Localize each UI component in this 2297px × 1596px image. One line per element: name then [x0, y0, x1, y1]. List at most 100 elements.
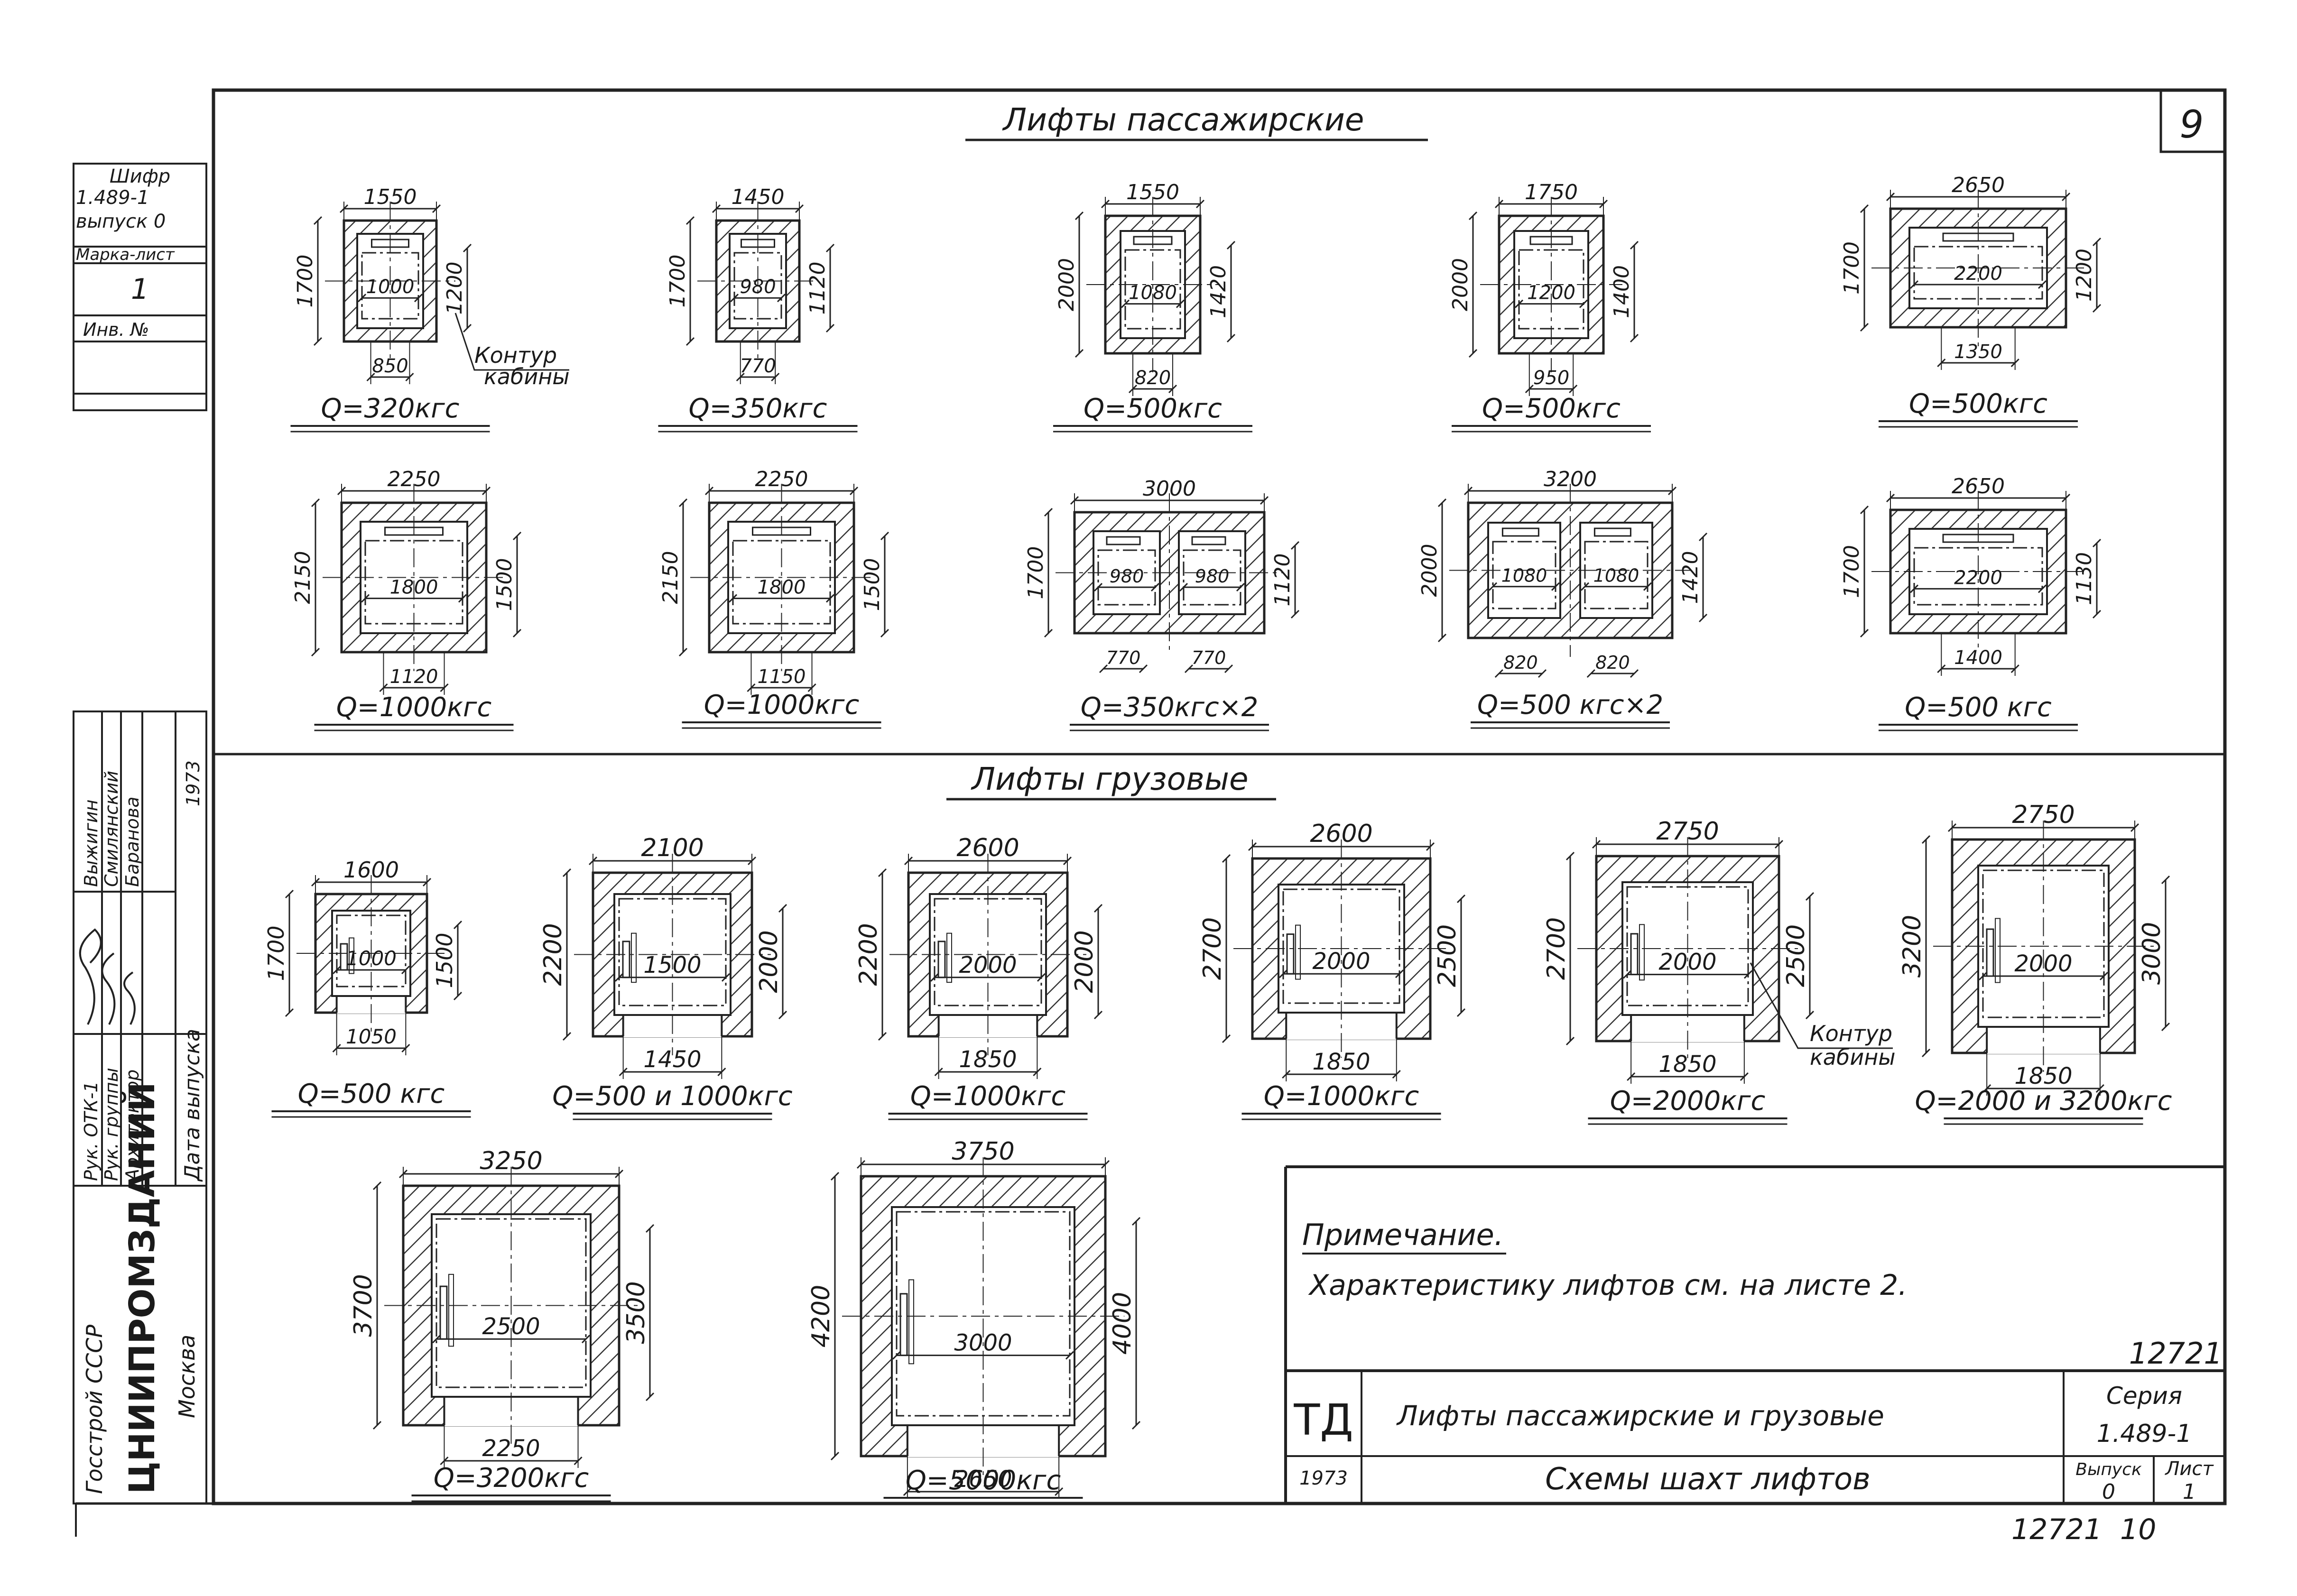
load-caption: Q=2000кгс	[1610, 1086, 1766, 1116]
counterweight	[1593, 527, 1631, 537]
name-3: Баранова	[122, 796, 143, 887]
dim-cabin-depth: 2000	[755, 930, 783, 993]
dim-shaft-width: 1550	[1126, 180, 1179, 204]
signatures-scribbles	[79, 928, 136, 1025]
note-title: Примечание.	[1302, 1218, 1504, 1252]
dim-cabin-width: 2000	[1658, 949, 1716, 976]
dim-cabin-width: 1080	[1501, 565, 1547, 586]
bottom-number: 12721 10	[2011, 1513, 2156, 1546]
dim-cabin-depth: 3500	[622, 1281, 650, 1344]
dim-cabin-width: 980	[1110, 566, 1144, 587]
dim-shaft-width: 2600	[956, 834, 1019, 862]
counterweight	[1286, 933, 1295, 975]
dim-door-width: 1450	[643, 1046, 701, 1073]
dim-shaft-width: 2100	[641, 834, 704, 862]
dim-shaft-depth: 1700	[263, 925, 289, 981]
load-caption: Q=1000кгс	[704, 690, 860, 720]
dim-door-width: 770	[1192, 647, 1226, 668]
cabin-contour	[1584, 541, 1649, 609]
dim-door-width: 1850	[959, 1046, 1017, 1073]
date-value: 1973	[183, 760, 204, 806]
dim-door-width: 1850	[1312, 1049, 1370, 1075]
dim-door-width: 1400	[1954, 647, 2002, 669]
dim-cabin-width: 1800	[390, 577, 438, 599]
series-label: Серия	[2106, 1382, 2182, 1410]
dim-cabin-depth: 1420	[1206, 265, 1231, 318]
dim-shaft-width: 1600	[343, 857, 399, 883]
dim-door-width: 2250	[482, 1435, 540, 1462]
dim-door-width: 1850	[2014, 1063, 2072, 1089]
cabin-contour-label-3: Контур	[1810, 1021, 1892, 1046]
cabin-contour	[1492, 541, 1556, 609]
dim-shaft-depth: 1700	[1024, 546, 1048, 600]
dim-shaft-width: 1550	[364, 185, 417, 209]
dim-cabin-depth: 2500	[1782, 924, 1810, 987]
dim-shaft-width: 2650	[1952, 474, 2005, 498]
date-label: Дата выпуска	[180, 1029, 204, 1182]
dim-shaft-depth: 2700	[1542, 917, 1571, 980]
dim-cabin-width: 2200	[1954, 567, 2002, 589]
cabin-contour	[1097, 549, 1156, 606]
dim-shaft-depth: 1700	[1840, 241, 1864, 295]
shifr-value: 1.489-1	[76, 187, 149, 209]
dim-cabin-width: 1200	[1527, 282, 1575, 304]
counterweight	[439, 1285, 448, 1340]
dim-cabin-depth: 2000	[1070, 930, 1099, 993]
issue-label-tb: Выпуск	[2075, 1460, 2142, 1479]
counterweight	[937, 941, 946, 978]
dim-shaft-width: 2600	[1310, 820, 1372, 848]
load-caption: Q=5000кгс	[906, 1465, 1061, 1496]
load-caption: Q=500кгс	[1084, 393, 1222, 424]
dim-shaft-depth: 1700	[293, 255, 317, 308]
dim-shaft-width: 2750	[1656, 817, 1719, 846]
signature-roles: Рук. ОТК-1 Рук. группы Архитектор Выжиги…	[81, 760, 204, 1182]
load-caption: Q=500 и 1000кгс	[552, 1081, 793, 1112]
load-caption: Q=500 кгс×2	[1477, 690, 1663, 720]
dim-cabin-depth: 1400	[1610, 265, 1634, 318]
role-2: Рук. группы	[101, 1068, 122, 1181]
dim-shaft-width: 3200	[1544, 467, 1597, 491]
dim-cabin-width: 1080	[1593, 565, 1639, 586]
dim-cabin-depth: 1200	[443, 262, 467, 315]
note-text: Характеристику лифтов см. на листе 2.	[1308, 1269, 1907, 1302]
dim-shaft-width: 2750	[2012, 801, 2075, 829]
dim-door-width: 1150	[758, 666, 806, 688]
dim-door-width: 820	[1595, 652, 1630, 673]
dim-cabin-width: 1500	[643, 952, 701, 978]
freight-title: Лифты грузовые	[971, 761, 1248, 797]
issue-value-tb: 0	[2102, 1480, 2115, 1504]
cabin-contour-label-2: кабины	[484, 364, 570, 389]
role-3: Архитектор	[122, 1070, 143, 1182]
dim-cabin-depth: 3000	[2138, 922, 2166, 985]
dim-cabin-depth: 1500	[432, 932, 457, 988]
dim-shaft-depth: 1700	[1840, 545, 1864, 598]
dim-cabin-depth: 4000	[1108, 1292, 1137, 1355]
counterweight	[1191, 536, 1226, 545]
dim-cabin-width: 3000	[954, 1330, 1012, 1356]
counterweight	[1501, 527, 1539, 537]
dim-shaft-depth: 2150	[658, 551, 683, 604]
cabin-contour	[1183, 549, 1241, 606]
name-1: Выжигин	[81, 799, 102, 887]
name-2: Смилянский	[101, 771, 122, 887]
dim-door-width: 1120	[390, 666, 438, 688]
counterweight	[1986, 928, 1994, 977]
dim-cabin-width: 2000	[2014, 950, 2072, 977]
counterweight	[899, 1293, 908, 1356]
load-caption: Q=500кгс	[1909, 388, 2047, 419]
dim-cabin-depth: 1200	[2072, 249, 2096, 302]
load-caption: Q=2000 и 3200кгс	[1915, 1086, 2172, 1116]
sheet-number: 9	[2180, 102, 2204, 147]
load-caption: Q=1000кгс	[1264, 1081, 1419, 1112]
